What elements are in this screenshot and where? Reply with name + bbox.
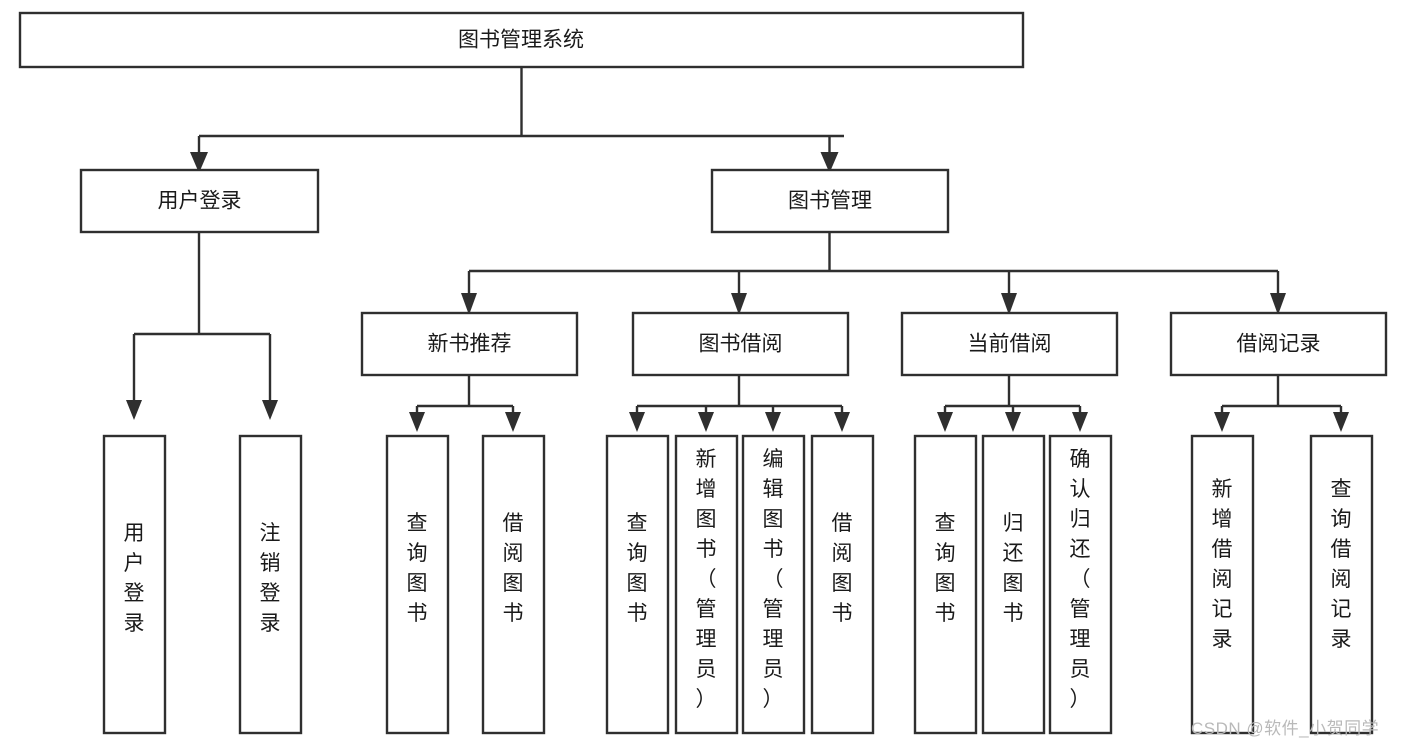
arrow-head-leaf-borrow-book-2: [834, 412, 850, 432]
leaf-node-query-book-1-label: 查询图书: [407, 512, 428, 625]
leaf-node-add-book-label: 新增图书（管理员）: [696, 448, 717, 711]
node-current-borrow-label: 当前借阅: [968, 333, 1052, 356]
leaf-node-borrow-book-1-box[interactable]: [481, 434, 546, 735]
arrow-head-new-book-recommend: [461, 293, 477, 315]
connector-layer: [126, 67, 1349, 432]
node-new-book-recommend-label: 新书推荐: [428, 333, 512, 356]
leaf-node-borrow-book-1-label: 借阅图书: [503, 512, 524, 625]
leaf-node-query-book-3[interactable]: 查询图书: [913, 434, 978, 735]
leaf-node-add-record[interactable]: 新增借阅记录: [1190, 434, 1255, 735]
arrow-head-leaf-query-book-2: [629, 412, 645, 432]
arrow-head-leaf-user-login: [126, 400, 142, 420]
leaf-node-edit-book-label: 编辑图书（管理员）: [763, 448, 784, 711]
leaf-node-user-login-box[interactable]: [102, 434, 167, 735]
leaf-node-logout-login[interactable]: 注销登录: [238, 434, 303, 735]
leaf-node-add-record-box[interactable]: [1190, 434, 1255, 735]
arrow-head-leaf-confirm-return: [1072, 412, 1088, 432]
leaf-node-borrow-book-2-box[interactable]: [810, 434, 875, 735]
node-current-borrow[interactable]: 当前借阅: [900, 311, 1119, 377]
leaf-node-query-book-2[interactable]: 查询图书: [605, 434, 670, 735]
node-user-login[interactable]: 用户登录: [79, 168, 320, 234]
leaf-node-add-book[interactable]: 新增图书（管理员）: [674, 434, 739, 735]
leaf-node-query-book-3-label: 查询图书: [935, 512, 956, 625]
arrow-head-leaf-query-book-1: [409, 412, 425, 432]
node-current-borrow-box[interactable]: [900, 311, 1119, 377]
leaf-node-add-book-box[interactable]: [674, 434, 739, 735]
leaf-node-borrow-book-2[interactable]: 借阅图书: [810, 434, 875, 735]
leaf-node-query-book-1-box[interactable]: [385, 434, 450, 735]
leaf-node-confirm-return-label: 确认归还（管理员）: [1070, 448, 1091, 711]
leaf-node-add-record-label: 新增借阅记录: [1212, 478, 1233, 651]
arrow-head-leaf-edit-book: [765, 412, 781, 432]
leaf-node-confirm-return-box[interactable]: [1048, 434, 1113, 735]
leaf-node-query-record[interactable]: 查询借阅记录: [1309, 434, 1374, 735]
node-book-borrow[interactable]: 图书借阅: [631, 311, 850, 377]
arrow-head-leaf-borrow-book-1: [505, 412, 521, 432]
leaf-node-logout-login-box[interactable]: [238, 434, 303, 735]
node-user-login-box[interactable]: [79, 168, 320, 234]
csdn-watermark: CSDN @软件_小贺同学: [1191, 719, 1380, 738]
leaf-node-edit-book[interactable]: 编辑图书（管理员）: [741, 434, 806, 735]
node-root[interactable]: 图书管理系统: [18, 11, 1025, 69]
leaf-node-query-book-2-label: 查询图书: [627, 512, 648, 625]
leaf-node-return-book-label: 归还图书: [1003, 512, 1024, 625]
leaf-node-return-book-box[interactable]: [981, 434, 1046, 735]
leaf-node-query-record-label: 查询借阅记录: [1331, 478, 1352, 651]
leaf-node-query-book-1[interactable]: 查询图书: [385, 434, 450, 735]
leaf-node-edit-book-box[interactable]: [741, 434, 806, 735]
node-new-book-recommend-box[interactable]: [360, 311, 579, 377]
node-root-label: 图书管理系统: [458, 29, 584, 52]
arrow-head-leaf-add-book: [698, 412, 714, 432]
node-borrow-record[interactable]: 借阅记录: [1169, 311, 1388, 377]
node-book-management[interactable]: 图书管理: [710, 168, 950, 234]
leaf-node-logout-login-label: 注销登录: [260, 522, 281, 635]
node-book-borrow-box[interactable]: [631, 311, 850, 377]
arrow-head-borrow-record: [1270, 293, 1286, 315]
leaf-node-confirm-return[interactable]: 确认归还（管理员）: [1048, 434, 1113, 735]
node-root-box[interactable]: [18, 11, 1025, 69]
arrow-head-current-borrow: [1001, 293, 1017, 315]
leaf-node-user-login[interactable]: 用户登录: [102, 434, 167, 735]
leaf-node-return-book[interactable]: 归还图书: [981, 434, 1046, 735]
arrow-head-leaf-add-record: [1214, 412, 1230, 432]
leaf-node-query-book-2-box[interactable]: [605, 434, 670, 735]
node-borrow-record-label: 借阅记录: [1237, 333, 1321, 356]
leaf-node-borrow-book-1[interactable]: 借阅图书: [481, 434, 546, 735]
arrow-head-book-borrow: [731, 293, 747, 315]
arrow-head-bookmgmt: [820, 152, 839, 173]
arrow-head-leaf-return-book: [1005, 412, 1021, 432]
leaf-node-user-login-label: 用户登录: [124, 522, 145, 635]
leaf-node-borrow-book-2-label: 借阅图书: [832, 512, 853, 625]
node-book-borrow-label: 图书借阅: [699, 333, 783, 356]
leaf-node-query-record-box[interactable]: [1309, 434, 1374, 735]
arrow-head-leaf-query-book-3: [937, 412, 953, 432]
node-book-management-label: 图书管理: [788, 190, 872, 213]
arrow-head-userlogin: [190, 152, 208, 173]
node-book-management-box[interactable]: [710, 168, 950, 234]
node-new-book-recommend[interactable]: 新书推荐: [360, 311, 579, 377]
node-borrow-record-box[interactable]: [1169, 311, 1388, 377]
node-user-login-label: 用户登录: [158, 190, 242, 213]
arrow-head-leaf-query-record: [1333, 412, 1349, 432]
arrow-head-leaf-logout-login: [262, 400, 278, 420]
leaf-node-query-book-3-box[interactable]: [913, 434, 978, 735]
